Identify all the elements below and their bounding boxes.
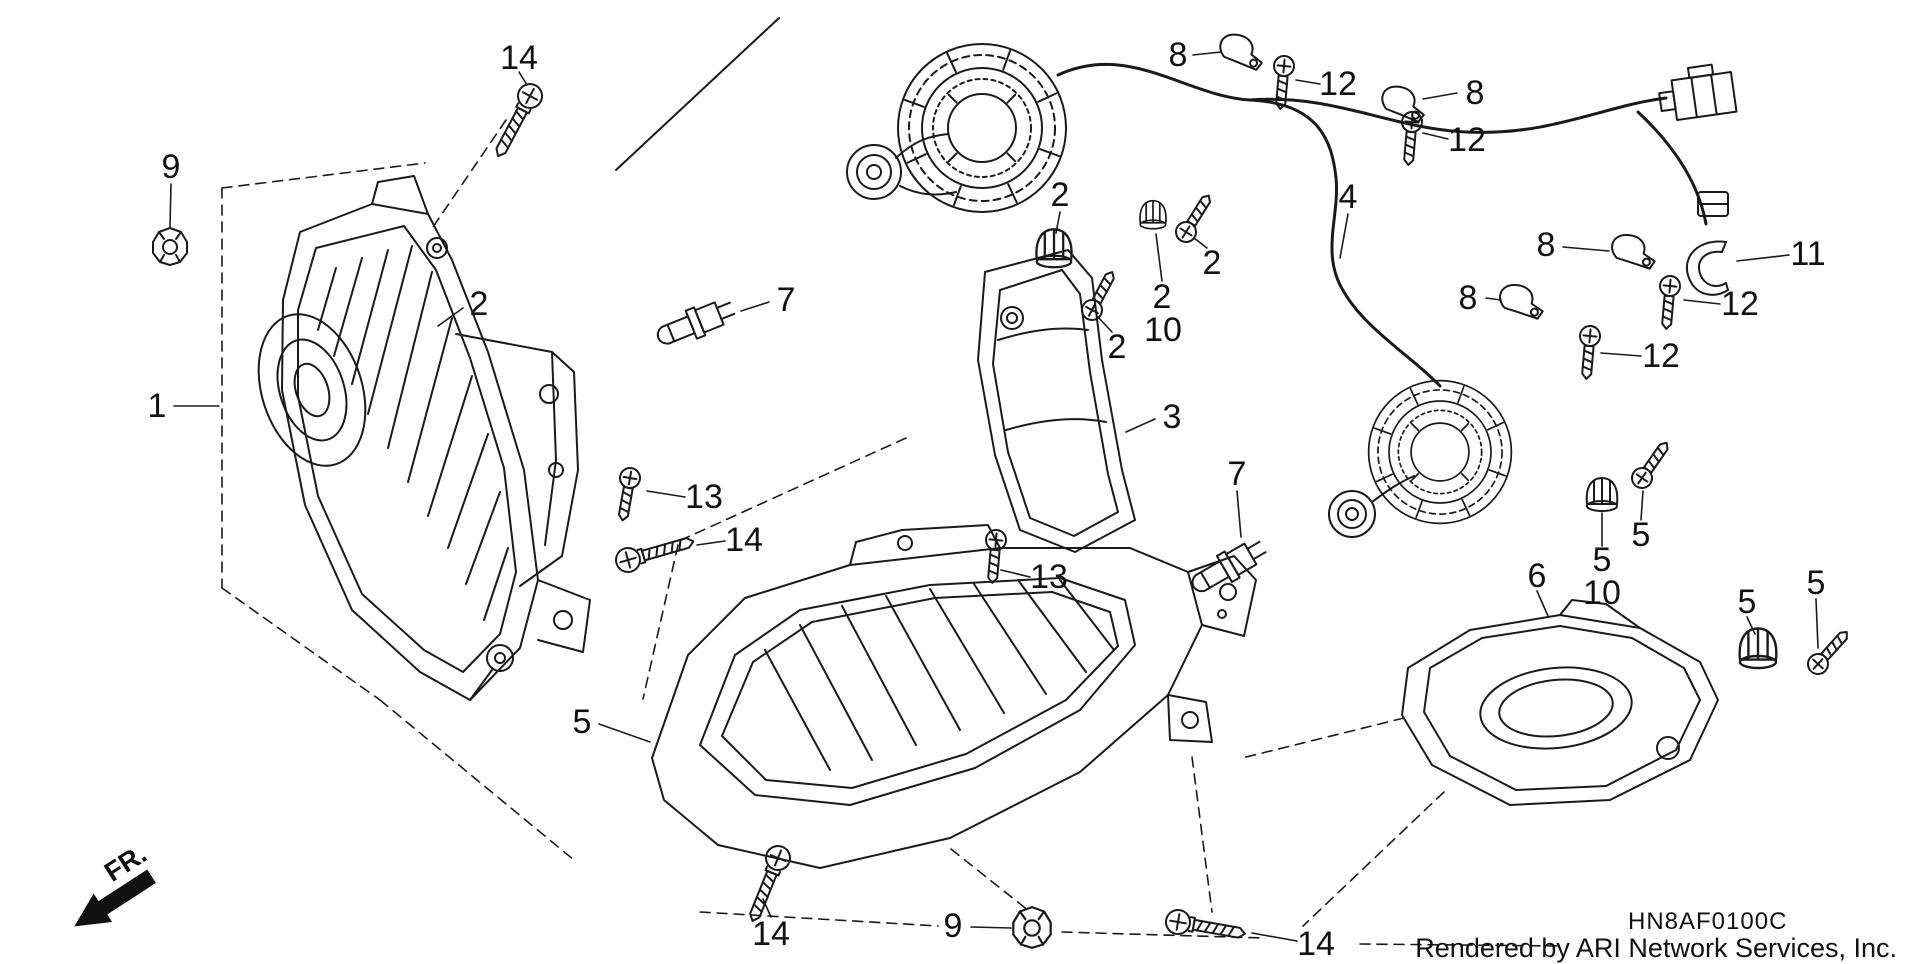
part-callout-2: 2 (469, 285, 489, 323)
construction-solid-line (615, 17, 780, 171)
part-callout-13: 13 (1030, 558, 1068, 596)
part-callout-12: 12 (1721, 285, 1759, 323)
part-callout-1: 1 (147, 387, 167, 425)
part-callout-3: 3 (1162, 398, 1182, 436)
part-callout-2: 2 (1050, 176, 1070, 214)
construction-lines (221, 119, 1561, 947)
front-direction-arrow (74, 869, 156, 927)
diagram-code: HN8AF0100C (1628, 908, 1788, 935)
part-callout-10: 10 (1144, 311, 1182, 349)
part-callout-2: 2 (1107, 328, 1127, 366)
housing-shell-drawing (1401, 599, 1719, 806)
bottom-headlight-drawing (651, 524, 1257, 869)
part-callout-12: 12 (1448, 121, 1486, 159)
right-fasteners-drawing (1585, 436, 1856, 680)
part-callout-9: 9 (943, 907, 963, 945)
leader-lines (169, 51, 1819, 942)
part-callout-5: 5 (1592, 541, 1612, 579)
part-callout-6: 6 (1527, 557, 1547, 595)
right-socket-drawing (1328, 379, 1513, 538)
shroud-plate-drawing (977, 249, 1136, 553)
part-callout-14: 14 (752, 915, 790, 953)
part-callout-7: 7 (1227, 455, 1247, 493)
part-callout-11: 11 (1790, 235, 1826, 273)
part-callout-5: 5 (1737, 583, 1757, 621)
part-callout-8: 8 (1465, 74, 1485, 112)
part-callout-8: 8 (1536, 226, 1556, 264)
clamps-and-screws-drawing (1215, 30, 1682, 381)
part-callout-8: 8 (1168, 36, 1188, 74)
part-callout-14: 14 (500, 39, 538, 77)
part-callout-10: 10 (1583, 574, 1621, 612)
wire-harness-drawing (1056, 63, 1708, 388)
part-callout-4: 4 (1338, 178, 1358, 216)
part-callout-5: 5 (1631, 516, 1651, 554)
part-callout-14: 14 (1297, 925, 1335, 963)
part-callout-12: 12 (1319, 65, 1357, 103)
left-headlight-drawing (257, 175, 591, 701)
watermark-text: Rendered by ARI Network Services, Inc. (1415, 933, 1897, 963)
part-callout-7: 7 (776, 281, 796, 319)
top-socket-drawing (846, 43, 1067, 213)
part-callout-5: 5 (1806, 564, 1826, 602)
part-callout-12: 12 (1642, 337, 1680, 375)
part-callout-8: 8 (1458, 279, 1478, 317)
part-callout-13: 13 (685, 478, 723, 516)
part-callout-5: 5 (572, 703, 592, 741)
part-callout-2: 2 (1202, 244, 1222, 282)
part-callout-2: 2 (1152, 278, 1172, 316)
part-callout-14: 14 (725, 521, 763, 559)
part-callout-9: 9 (161, 148, 181, 186)
harness-connector-drawing (1658, 63, 1738, 296)
